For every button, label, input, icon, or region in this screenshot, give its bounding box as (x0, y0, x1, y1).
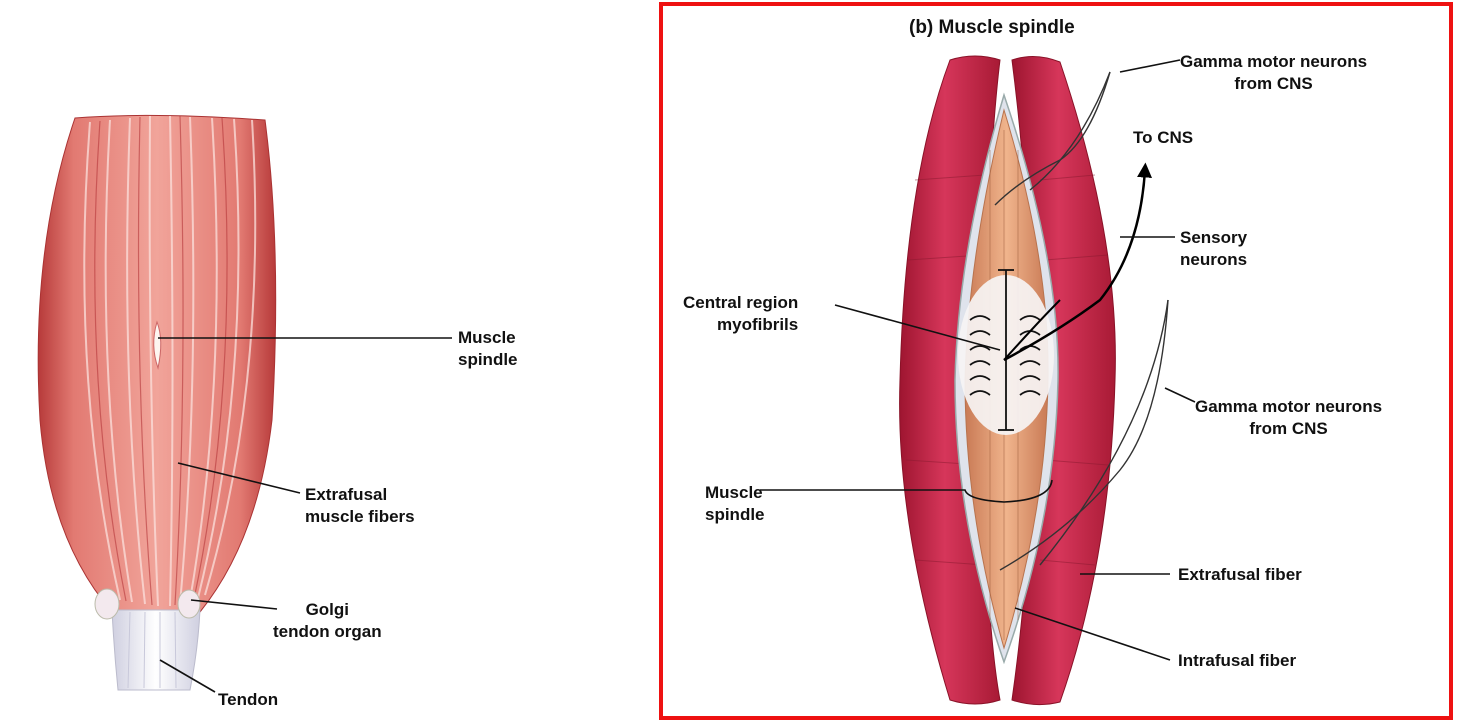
golgi-tendon-organ-left (94, 588, 120, 620)
golgi-tendon-organ-right (177, 589, 201, 619)
label-muscle-spindle: Muscle spindle (458, 328, 518, 369)
sensory-neuron (1003, 162, 1153, 362)
highlight-frame (659, 2, 1453, 720)
label-golgi-tendon-organ: Golgi tendon organ (273, 600, 382, 641)
label-muscle-spindle-detail: Muscle spindle (705, 483, 765, 524)
label-intrafusal-fiber: Intrafusal fiber (1178, 651, 1297, 670)
label-central-region-myofibrils: Central region myofibrils (683, 293, 799, 334)
label-extrafusal-fiber: Extrafusal fiber (1178, 565, 1302, 584)
label-gamma-motor-neurons-top: Gamma motor neurons from CNS (1180, 52, 1368, 93)
label-extrafusal-muscle-fibers: Extrafusal muscle fibers (305, 485, 415, 526)
right-leader-lines (760, 59, 1196, 661)
neurons (994, 71, 1169, 571)
label-tendon: Tendon (218, 690, 279, 709)
panel-title: (b) Muscle spindle (909, 17, 1075, 38)
muscle-spindle-left (153, 320, 162, 370)
whole-muscle (37, 114, 277, 613)
intrafusal-spindle (954, 92, 1059, 665)
label-to-cns: To CNS (1133, 128, 1194, 147)
left-leader-lines (158, 337, 452, 693)
label-gamma-motor-neurons-bottom: Gamma motor neurons from CNS (1195, 397, 1383, 438)
label-sensory-neurons: Sensory neurons (1180, 228, 1248, 269)
